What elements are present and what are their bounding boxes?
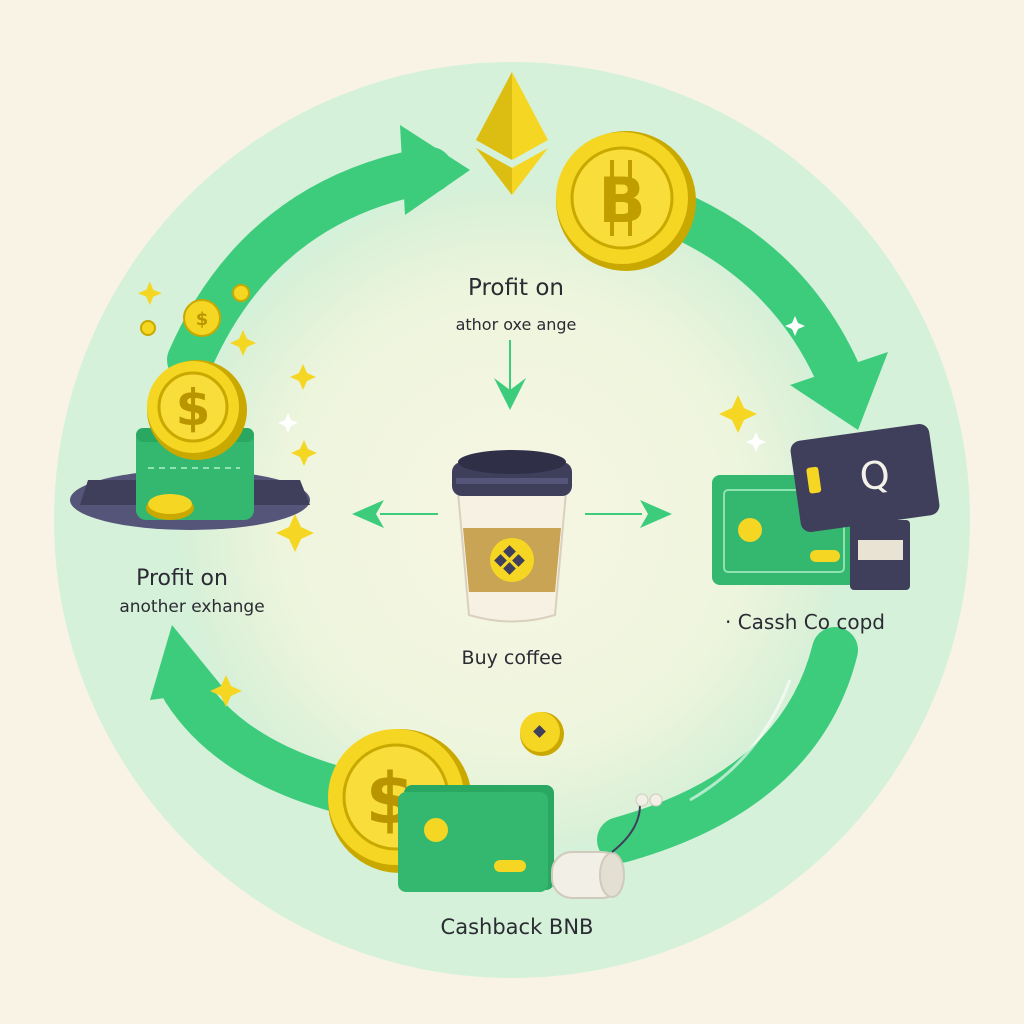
top-label-line1: Profit on <box>468 275 564 301</box>
small-binance-coin-icon <box>520 712 564 756</box>
svg-text:$: $ <box>176 379 211 437</box>
cycle-arrow-bottom <box>150 625 858 863</box>
top-label-line2: athor oxe ange <box>455 315 577 334</box>
svg-text:$: $ <box>196 309 209 330</box>
right-arrow-icon <box>585 500 672 528</box>
left-label-line2: another exhange <box>119 597 265 617</box>
small-coin-icon <box>146 494 194 520</box>
binance-logo-icon <box>490 538 534 582</box>
dollar-coin-icon: $ <box>147 360 247 460</box>
sparkle-icon <box>137 281 757 707</box>
bitcoin-coin-icon: B <box>556 131 696 271</box>
bottom-card-icon <box>398 785 554 892</box>
center-label: Buy coffee <box>461 647 563 669</box>
svg-text:B: B <box>598 164 645 237</box>
svg-text:Q: Q <box>857 452 893 500</box>
left-label-line1: Profit on <box>136 566 228 591</box>
ethereum-icon <box>476 72 548 195</box>
down-arrow-icon <box>494 340 526 410</box>
floating-coins: $ <box>140 284 250 337</box>
credit-card-icon: Q <box>712 423 940 590</box>
left-arrow-icon <box>352 500 438 528</box>
bottom-cup-icon <box>551 793 663 899</box>
coffee-cup-icon <box>452 450 572 623</box>
bottom-label: Cashback BNB <box>440 915 594 939</box>
right-label: · Cassh Co copd <box>725 610 885 634</box>
sparkle-white-icon <box>278 316 805 452</box>
